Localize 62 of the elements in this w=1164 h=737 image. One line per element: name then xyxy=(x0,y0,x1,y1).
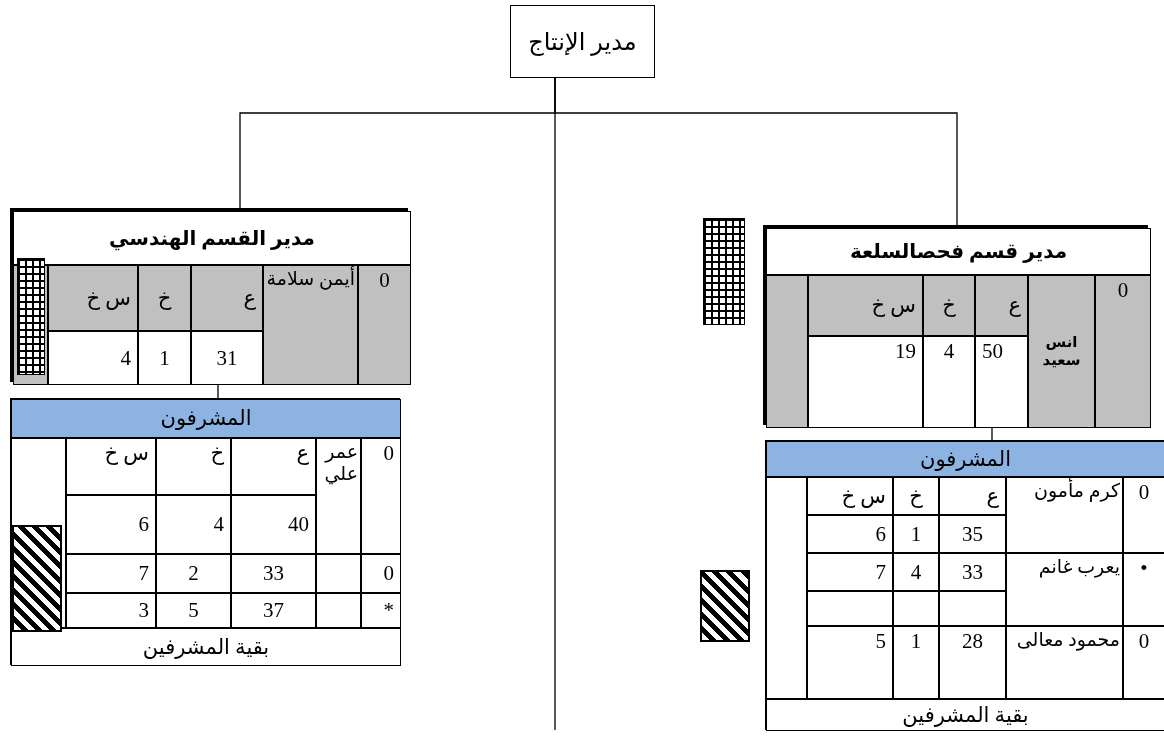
number-cell: 50 xyxy=(975,336,1028,428)
footer-cell: بقية المشرفين xyxy=(766,699,1164,731)
number-cell: 0 xyxy=(1123,477,1164,553)
number-cell: 4 xyxy=(923,336,975,428)
number-cell: 7 xyxy=(66,554,156,593)
number-cell: 0 xyxy=(358,265,411,385)
number-cell: 35 xyxy=(939,515,1006,553)
name-cell: يعرب غانم xyxy=(1006,553,1123,626)
number-cell: 0 xyxy=(361,438,401,554)
name-cell: محمود معالى xyxy=(1006,626,1123,699)
header-cell: خ xyxy=(923,275,975,336)
name-cell: كرم مأمون xyxy=(1006,477,1123,553)
number-cell: 4 xyxy=(156,495,231,554)
number-cell: 7 xyxy=(807,553,893,591)
header-cell: س خ xyxy=(808,275,923,336)
number-cell: 6 xyxy=(807,515,893,553)
header-cell: ع xyxy=(939,477,1006,515)
number-cell: 3 xyxy=(66,593,156,628)
number-cell: 0 xyxy=(1123,626,1164,699)
title-cell: مدير قسم فحصالسلعة xyxy=(766,228,1151,275)
number-cell: 19 xyxy=(808,336,923,428)
name-cell: عمر علي xyxy=(316,438,361,554)
name-cell: انس سعيد xyxy=(1028,275,1095,428)
name-cell: أيمن سلامة xyxy=(263,265,358,385)
symbol-cell: • xyxy=(1123,553,1164,626)
header-cell: خ xyxy=(893,477,939,515)
number-cell: 2 xyxy=(156,554,231,593)
manager-table xyxy=(10,208,408,382)
supervisor-table xyxy=(765,440,1164,730)
number-cell: 33 xyxy=(231,554,316,593)
number-cell: 31 xyxy=(191,331,263,385)
number-cell: 40 xyxy=(231,495,316,554)
header-cell: ع xyxy=(975,275,1028,336)
header-cell: ع xyxy=(191,265,263,331)
header-cell: س خ xyxy=(807,477,893,515)
number-cell: 0 xyxy=(1095,275,1151,428)
number-cell: 6 xyxy=(66,495,156,554)
header-cell: ع xyxy=(231,438,316,495)
number-cell: 5 xyxy=(807,626,893,699)
header-cell: المشرفون xyxy=(766,441,1164,477)
header-cell: المشرفون xyxy=(11,399,401,438)
number-cell: 5 xyxy=(156,593,231,628)
manager-table xyxy=(763,225,1148,425)
number-cell: 37 xyxy=(231,593,316,628)
number-cell: 4 xyxy=(48,331,138,385)
footer-cell: بقية المشرفين xyxy=(11,628,401,666)
number-cell: 33 xyxy=(939,553,1006,591)
header-cell: س خ xyxy=(66,438,156,495)
number-cell: 4 xyxy=(893,553,939,591)
number-cell: 28 xyxy=(939,626,1006,699)
header-cell: خ xyxy=(138,265,191,331)
number-cell: 1 xyxy=(893,626,939,699)
symbol-cell: * xyxy=(361,593,401,628)
title-cell: مدير القسم الهندسي xyxy=(13,211,411,265)
header-cell: خ xyxy=(156,438,231,495)
number-cell: 1 xyxy=(138,331,191,385)
connector-line xyxy=(554,77,958,226)
supervisor-table xyxy=(10,398,400,665)
title-box: مدير الإنتاج xyxy=(510,5,655,78)
header-cell: س خ xyxy=(48,265,138,331)
number-cell: 1 xyxy=(893,515,939,553)
number-cell: 0 xyxy=(361,554,401,593)
